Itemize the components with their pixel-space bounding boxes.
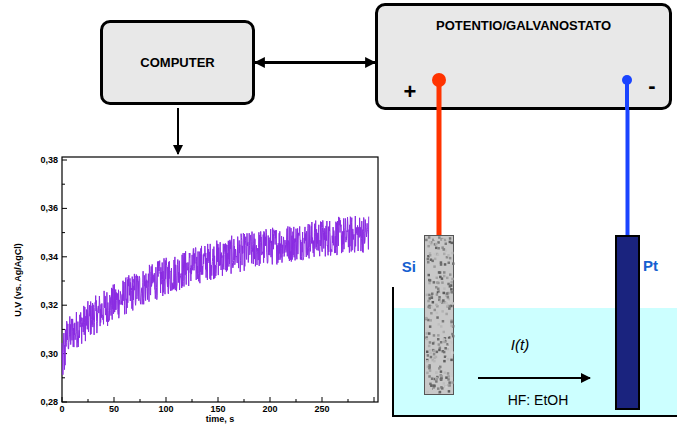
red-terminal-wire — [437, 80, 442, 110]
tick-label: 0,34 — [40, 252, 58, 261]
potential-trace — [62, 216, 369, 375]
silicon-electrode: Si — [424, 235, 454, 395]
working-electrode-wire — [437, 110, 442, 235]
data-link-arrow — [255, 61, 375, 64]
box-title: COMPUTER — [140, 55, 214, 70]
output-arrow — [177, 108, 179, 154]
polarity-sign: + — [404, 81, 417, 103]
tick-label: 200 — [262, 405, 277, 414]
tick-label: 50 — [109, 405, 119, 414]
tick-label: 150 — [210, 405, 225, 414]
tick-label: 0,36 — [40, 204, 58, 213]
electrolyte-label: HF: EtOH — [508, 393, 569, 407]
electrode-texture — [425, 236, 455, 396]
tick-label: 0,30 — [40, 349, 58, 358]
current-label: I(t) — [511, 337, 529, 352]
negative-terminal — [622, 75, 632, 85]
current-arrow — [478, 377, 590, 379]
potentiostat-box: POTENTIO/GALVANOSTATO — [375, 3, 672, 110]
axis-ticks — [62, 160, 374, 402]
computer-box: COMPUTER — [100, 20, 255, 105]
box-title: POTENTIO/GALVANOSTATO — [436, 18, 611, 33]
electrode-label: Si — [402, 258, 416, 275]
tick-label: 0,32 — [40, 301, 58, 310]
tick-label: 0,38 — [40, 156, 58, 165]
plot-frame — [62, 157, 378, 402]
axis-title: U,V (vs. Ag/AgCl) — [14, 243, 23, 317]
axis-title: time, s — [206, 415, 235, 424]
positive-terminal — [432, 73, 446, 87]
tick-label: 250 — [314, 405, 329, 414]
blue-terminal-wire — [625, 80, 629, 110]
electrode-label: Pt — [643, 257, 658, 274]
counter-electrode-wire — [626, 110, 630, 235]
tick-label: 0,28 — [40, 398, 58, 407]
platinum-electrode: Pt — [615, 235, 640, 410]
tick-label: 0 — [59, 405, 64, 414]
polarity-sign: - — [648, 75, 655, 97]
tick-label: 100 — [158, 405, 173, 414]
